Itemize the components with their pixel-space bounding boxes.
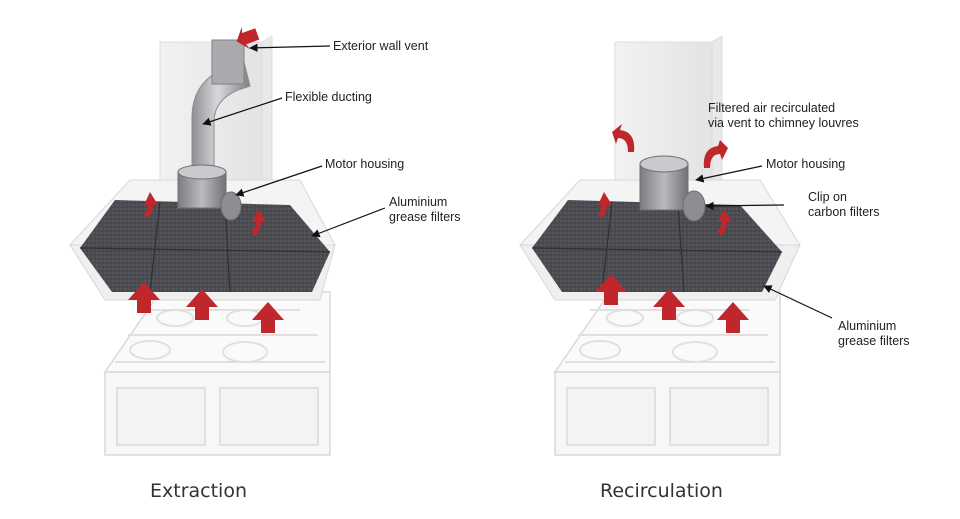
airflow-arrows [595,124,749,333]
flexible-duct [191,61,251,183]
airflow-arrow-up-left [128,282,160,313]
cooker [553,291,781,456]
extraction-diagram: Exterior wall vent Flexible ducting Moto… [68,26,461,502]
leader-exterior-wall-vent [249,43,331,53]
carbon-filter [682,190,706,222]
airflow-arrow-up-right [717,302,749,333]
label-exterior-wall-vent: Exterior wall vent [333,39,429,53]
airflow-arrow-up-mid [186,289,218,320]
airflow-arrow-up-mid [653,289,685,320]
label-grease-filters-line2: grease filters [838,334,910,348]
caption-recirculation: Recirculation [600,480,723,502]
airflow-curl-left [143,192,158,218]
label-filtered-air-line2: via vent to chimney louvres [708,116,859,130]
label-motor-housing: Motor housing [325,157,404,171]
airflow-recirc-right [703,140,728,168]
airflow-arrows [128,26,284,333]
label-clip-on-line1: Clip on [808,190,847,204]
leader-flexible-ducting [202,97,283,126]
label-clip-on-line2: carbon filters [808,205,880,219]
label-filtered-air-line1: Filtered air recirculated [708,101,835,115]
caption-extraction: Extraction [150,480,247,502]
motor-housing [639,155,706,222]
cooker [103,291,331,456]
label-grease-filters-line1: Aluminium [389,195,447,209]
airflow-recirc-left [612,124,635,152]
leader-carbon-filters [705,201,785,211]
airflow-curl-right [251,209,266,236]
airflow-curl-left [597,192,612,218]
label-grease-filters-line1: Aluminium [838,319,896,333]
exterior-wall-vent-shape [211,39,245,85]
label-flexible-ducting: Flexible ducting [285,90,372,104]
grease-filter-panel [80,200,330,292]
leader-motor-housing [235,165,323,197]
label-grease-filters-line2: grease filters [389,210,461,224]
grease-filter-panel [532,200,782,292]
airflow-arrow-up-right [252,302,284,333]
leader-motor-housing [695,165,763,183]
leader-grease-filters [311,207,386,238]
airflow-arrow-up-left [595,274,627,305]
leader-grease-filters [763,285,833,319]
recirculation-diagram: Filtered air recirculated via vent to ch… [518,35,910,502]
airflow-curl-right [717,209,732,236]
motor-housing [177,164,242,221]
label-motor-housing: Motor housing [766,157,845,171]
airflow-arrow-vent [236,26,260,50]
